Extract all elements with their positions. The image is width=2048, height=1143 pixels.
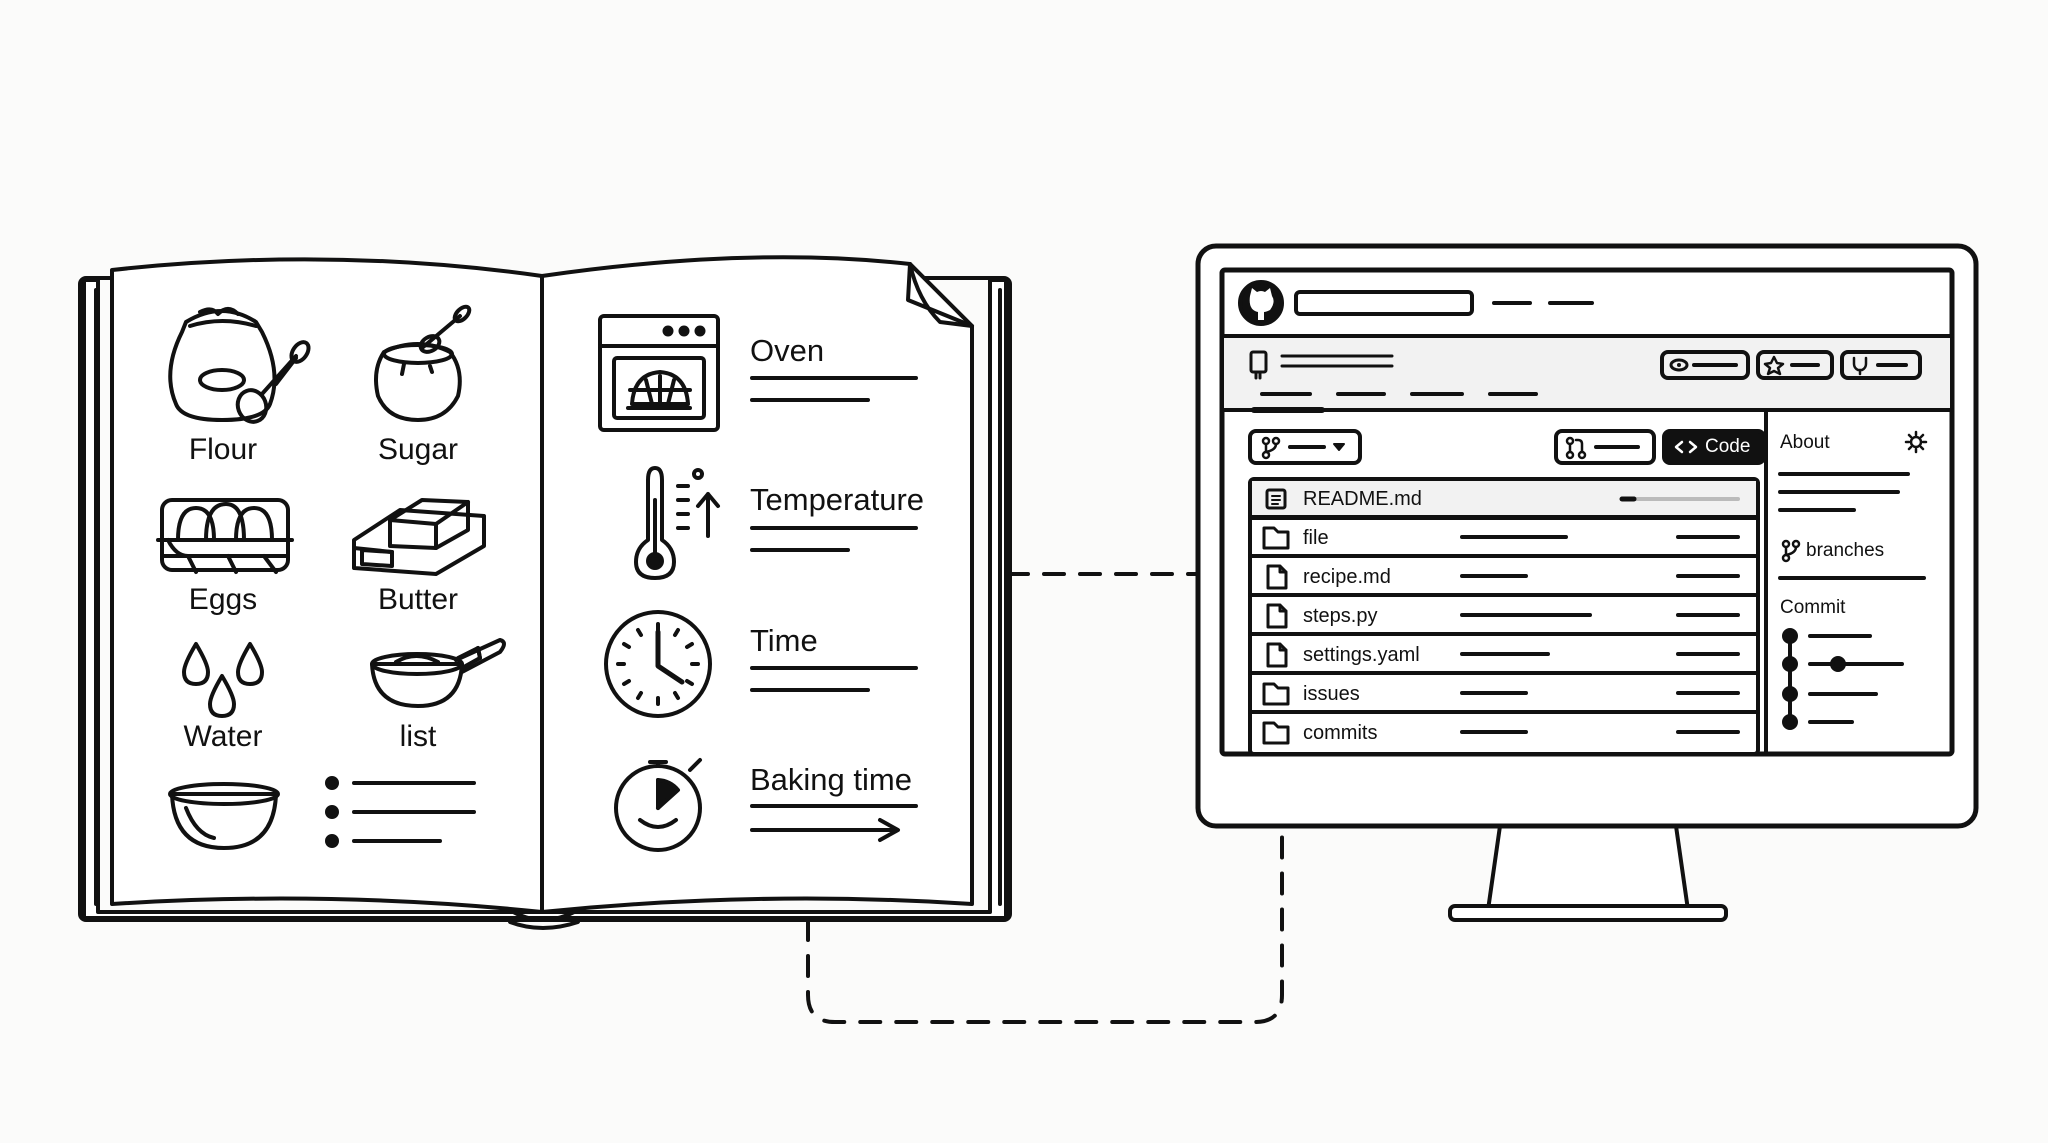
oven-icon [598, 314, 720, 432]
fork-button[interactable] [1840, 350, 1922, 380]
repo-header [1220, 338, 1954, 413]
commit-graph [1782, 628, 1904, 730]
sidebar-about-heading: About [1780, 432, 1830, 453]
book-right-page [540, 255, 974, 914]
clock-icon [604, 610, 712, 718]
bullet-list-icon [325, 776, 476, 848]
file-icons [1262, 488, 1290, 745]
file-icon [1266, 642, 1288, 668]
file-name-file[interactable]: file [1303, 527, 1329, 549]
ingredient-label-sugar: Sugar [377, 433, 459, 466]
file-name-steps[interactable]: steps.py [1303, 605, 1378, 627]
measuring-cup-icon [370, 638, 506, 708]
branch-icon [1781, 539, 1801, 563]
gear-icon[interactable] [1904, 430, 1928, 454]
folder-icon [1262, 682, 1290, 706]
sugar-bowl-icon [374, 304, 472, 422]
file-icon [1266, 564, 1288, 590]
mixing-bowl-icon [168, 782, 280, 850]
water-drops-icon [182, 642, 264, 718]
ingredient-label-butter: Butter [377, 583, 459, 616]
page-dog-ear [908, 262, 974, 328]
sidebar-commit-heading: Commit [1780, 597, 1846, 618]
sidebar-branches-link[interactable]: branches [1806, 540, 1885, 561]
star-button[interactable] [1756, 350, 1834, 380]
step-label-temperature: Temperature [750, 482, 925, 517]
butter-icon [352, 498, 486, 576]
nav-search-input[interactable] [1294, 290, 1474, 316]
branch-selector[interactable] [1248, 429, 1362, 465]
connector-bottom-loop [806, 828, 1284, 1024]
repo-sidebar [1764, 410, 1928, 754]
monitor-stand [1486, 824, 1690, 912]
thermometer-icon [634, 466, 720, 580]
folder-icon [1262, 526, 1290, 550]
step-label-baking-time: Baking time [750, 762, 912, 797]
file-name-issues[interactable]: issues [1303, 683, 1360, 705]
pull-requests-button[interactable] [1554, 429, 1656, 465]
file-icon [1266, 603, 1288, 629]
step-label-time: Time [750, 623, 818, 658]
step-text-lines [750, 376, 918, 842]
code-button-label[interactable]: Code [1705, 436, 1751, 457]
ingredient-label-list: list [399, 720, 437, 753]
top-nav-bar [1220, 280, 1954, 338]
connector-lines [806, 572, 1284, 1024]
file-name-recipe[interactable]: recipe.md [1303, 566, 1391, 588]
ingredient-label-flour: Flour [188, 433, 258, 466]
ingredient-label-water: Water [183, 720, 263, 753]
flour-sack-icon [168, 307, 311, 424]
file-name-commits[interactable]: commits [1303, 722, 1378, 744]
folder-icon [1262, 721, 1290, 745]
watch-button[interactable] [1660, 350, 1750, 380]
file-list [1248, 477, 1760, 756]
stopwatch-icon [614, 758, 702, 852]
readme-icon [1265, 488, 1287, 510]
file-name-settings[interactable]: settings.yaml [1303, 644, 1420, 666]
file-name-readme[interactable]: README.md [1303, 488, 1422, 510]
computer-monitor [1195, 243, 1979, 922]
ingredient-label-eggs: Eggs [188, 583, 258, 616]
step-label-oven: Oven [750, 333, 825, 368]
egg-carton-icon [156, 498, 294, 574]
monitor-base [1448, 904, 1728, 922]
recipe-book [78, 255, 1012, 930]
